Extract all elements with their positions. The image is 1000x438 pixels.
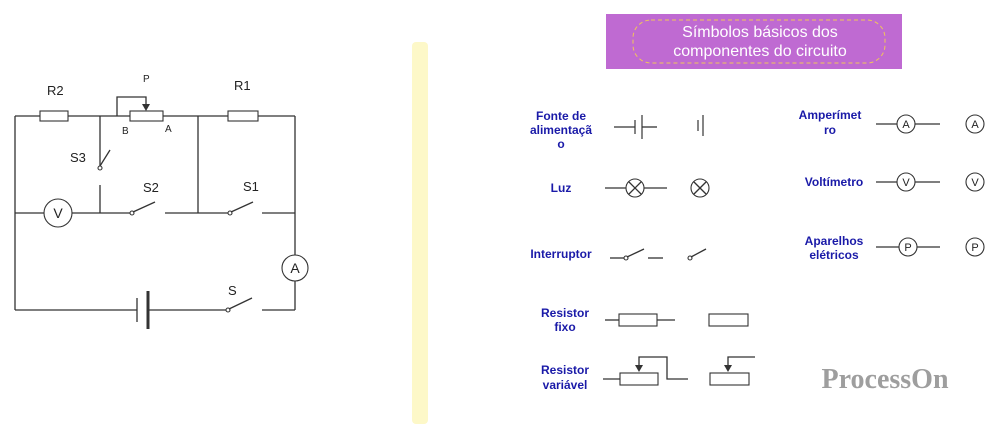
label-amperimetro-1: Amperímet — [799, 108, 862, 122]
voltmeter-symbol-compact — [965, 172, 985, 192]
label-s1: S1 — [243, 179, 259, 194]
lamp-symbol — [605, 178, 667, 198]
switch-s2-blade — [132, 201, 156, 213]
rheostat — [129, 110, 164, 122]
label-luz: Luz — [551, 181, 572, 195]
resistor-r2 — [39, 110, 69, 122]
ammeter-symbol — [876, 114, 940, 134]
resistor-r1 — [227, 110, 259, 122]
label-aparelhos-2: elétricos — [809, 248, 859, 262]
appliance-symbol-compact — [965, 237, 985, 257]
label-s3: S3 — [70, 150, 86, 165]
watermark-logo: ProcessOn — [821, 364, 948, 395]
switch-s3-blade — [99, 149, 111, 167]
appliance-symbol-compact-letter: P — [971, 242, 978, 254]
voltmeter-symbol — [876, 172, 940, 192]
label-resistor-fixo-2: fixo — [554, 320, 575, 334]
voltmeter-symbol-compact-letter: V — [971, 177, 979, 189]
switch-s1-blade — [230, 201, 254, 213]
label-p: P — [143, 74, 150, 85]
label-resistor-variavel-2: variável — [543, 378, 588, 392]
switch-s-blade — [228, 297, 253, 310]
switch-symbol-compact — [687, 248, 707, 261]
legend-title-line1: Símbolos básicos dos — [682, 24, 838, 41]
lamp-symbol-compact — [690, 178, 710, 198]
label-interruptor: Interruptor — [530, 247, 592, 261]
battery-symbol-compact — [697, 115, 704, 136]
slider-wire — [116, 96, 147, 116]
switch-symbol — [610, 248, 663, 261]
voltmeter-letter: V — [53, 205, 63, 221]
voltmeter-symbol-letter: V — [902, 177, 910, 189]
ammeter-symbol-letter: A — [902, 119, 910, 131]
label-s: S — [228, 283, 237, 298]
label-resistor-variavel-1: Resistor — [541, 363, 589, 377]
label-resistor-fixo-1: Resistor — [541, 306, 589, 320]
slider-arrow — [142, 104, 150, 111]
variable-resistor-symbol — [603, 356, 688, 386]
label-fonte-2: alimentaçã — [530, 123, 592, 137]
variable-resistor-symbol-compact — [709, 356, 755, 386]
switch-contact — [97, 165, 103, 171]
label-b: B — [122, 126, 129, 137]
legend-title-line2: componentes do circuito — [673, 43, 847, 60]
appliance-symbol — [876, 237, 940, 257]
label-voltimetro: Voltímetro — [805, 175, 863, 189]
label-fonte-3: o — [557, 137, 564, 151]
label-s2: S2 — [143, 180, 159, 195]
label-fonte-1: Fonte de — [536, 109, 586, 123]
legend-title-box — [606, 14, 902, 69]
ammeter-symbol-compact — [965, 114, 985, 134]
legend-panel: Símbolos básicos dos componentes do circ… — [530, 14, 985, 392]
legend-title-dashed-outline — [632, 19, 886, 64]
appliance-symbol-letter: P — [904, 242, 911, 254]
label-r2: R2 — [47, 83, 64, 98]
fixed-resistor-symbol — [605, 313, 675, 327]
battery-symbol — [614, 115, 657, 139]
label-r1: R1 — [234, 78, 251, 93]
ammeter-symbol-compact-letter: A — [971, 119, 979, 131]
fixed-resistor-symbol-compact — [708, 313, 749, 327]
label-amperimetro-2: ro — [824, 123, 836, 137]
circuit-diagram: R2 R1 P B A S3 S2 S1 S V A — [14, 74, 309, 329]
label-a: A — [165, 124, 172, 135]
label-aparelhos-1: Aparelhos — [805, 234, 864, 248]
ammeter-letter: A — [290, 260, 300, 276]
divider-bar — [412, 42, 428, 424]
